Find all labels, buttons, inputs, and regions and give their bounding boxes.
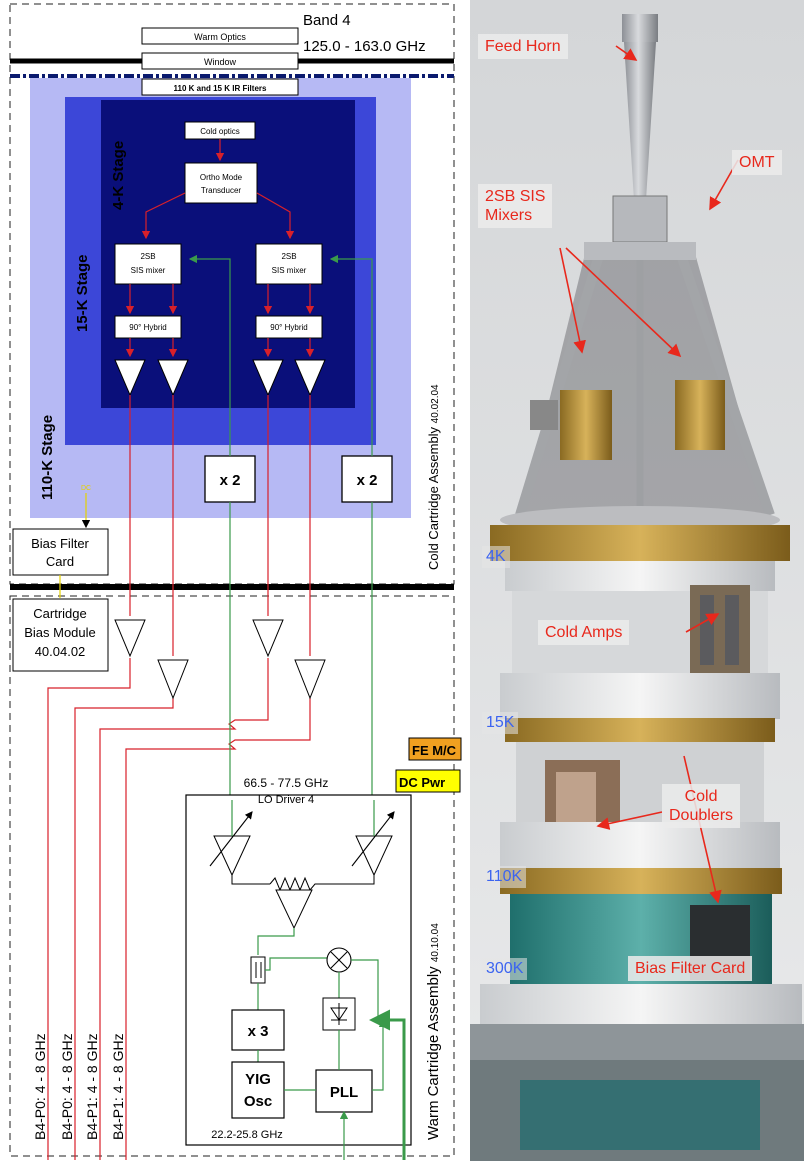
block-diagram: Warm Optics Window Band 4 125.0 - 163.0 … bbox=[9, 3, 462, 1160]
bias-filter-card-box bbox=[12, 528, 109, 576]
yig-frequency: 22.2-25.8 GHz bbox=[211, 1129, 283, 1141]
output-label-1: B4-P0: 4 - 8 GHz bbox=[32, 1033, 48, 1140]
sis-mixer-left-label-2: SIS mixer bbox=[131, 266, 166, 275]
tripler-box bbox=[231, 1009, 285, 1051]
lo-frequency: 66.5 - 77.5 GHz bbox=[244, 776, 329, 790]
sis-mixer-right-label-2: SIS mixer bbox=[272, 266, 307, 275]
dc-label: DC bbox=[81, 485, 91, 492]
omt-box bbox=[184, 162, 258, 204]
sis-mixer-right-label-1: 2SB bbox=[281, 252, 296, 261]
cold-cartridge-label: Cold Cartridge Assembly 40.02.04 bbox=[426, 384, 441, 570]
pll-label: PLL bbox=[330, 1084, 358, 1101]
cartridge-photo bbox=[470, 0, 804, 1161]
sis-mixer-left-label-1: 2SB bbox=[140, 252, 155, 261]
temp-4k-label: 4K bbox=[482, 546, 510, 568]
omt-label-2: Transducer bbox=[201, 186, 242, 195]
bias-filter-card-photo-label: Bias Filter Card bbox=[628, 956, 753, 981]
ir-filters-box bbox=[141, 78, 299, 96]
warm-amp-3 bbox=[252, 619, 284, 658]
feed-horn-label: Feed Horn bbox=[478, 34, 568, 59]
coupler-box bbox=[250, 956, 266, 984]
dc-pwr-label: DC Pwr bbox=[399, 775, 445, 790]
yig-label-2: Osc bbox=[244, 1093, 272, 1110]
stage-4k-label: 4-K Stage bbox=[110, 141, 127, 210]
cold-amps-photo-label: Cold Amps bbox=[538, 620, 630, 645]
doubler-right-label: x 2 bbox=[357, 472, 378, 489]
warm-optics-box bbox=[141, 27, 299, 45]
warm-cartridge-label: Warm Cartridge Assembly 40.10.04 bbox=[425, 923, 442, 1140]
hybrid-right-label: 90° Hybrid bbox=[270, 323, 307, 332]
warm-optics-label: Warm Optics bbox=[194, 32, 246, 42]
bias-module-label-3: 40.04.02 bbox=[35, 644, 86, 659]
warm-cartridge-frame bbox=[9, 595, 455, 1157]
ir-filters-label: 110 K and 15 K IR Filters bbox=[174, 84, 267, 93]
band-frequency: 125.0 - 163.0 GHz bbox=[303, 38, 426, 55]
bias-filter-label-2: Card bbox=[46, 554, 74, 569]
bias-module-box bbox=[12, 598, 109, 672]
cold-amp-1 bbox=[114, 359, 146, 397]
output-label-4: B4-P1: 4 - 8 GHz bbox=[110, 1033, 126, 1140]
yig-osc-box bbox=[231, 1061, 285, 1119]
cold-doublers-photo-label-1: Cold bbox=[684, 788, 718, 805]
fe-mc-box bbox=[408, 737, 462, 761]
bias-module-label-1: Cartridge bbox=[33, 606, 86, 621]
mixers-photo-label: 2SB SIS Mixers bbox=[478, 184, 553, 228]
sis-mixer-right bbox=[255, 243, 323, 285]
yig-label-1: YIG bbox=[245, 1071, 271, 1088]
lo-combiner-amp bbox=[275, 889, 313, 930]
cold-amp-4 bbox=[294, 359, 326, 397]
hybrid-left bbox=[114, 315, 182, 339]
dc-pwr-box bbox=[395, 769, 461, 793]
cold-doublers-photo-label-2: Doublers bbox=[669, 807, 734, 824]
cold-amp-2 bbox=[157, 359, 189, 397]
doubler-left-label: x 2 bbox=[220, 472, 241, 489]
cold-doublers-photo-label: Cold Doublers bbox=[662, 784, 741, 828]
temp-15k-label: 15K bbox=[482, 712, 519, 734]
window-box bbox=[141, 52, 299, 70]
lo-driver-label: LO Driver 4 bbox=[258, 794, 314, 806]
output-label-2: B4-P0: 4 - 8 GHz bbox=[59, 1033, 75, 1140]
mixers-photo-label-2: Mixers bbox=[485, 207, 533, 224]
fe-mc-label: FE M/C bbox=[412, 743, 457, 758]
cold-cartridge-frame bbox=[9, 3, 455, 585]
temp-110k-label: 110K bbox=[482, 866, 527, 888]
hybrid-left-label: 90° Hybrid bbox=[129, 323, 166, 332]
warm-amp-1 bbox=[114, 619, 146, 658]
warm-amp-4 bbox=[294, 659, 326, 700]
warm-amp-2 bbox=[157, 659, 189, 700]
hybrid-right bbox=[255, 315, 323, 339]
stage-15k-label: 15-K Stage bbox=[74, 254, 91, 332]
window-label: Window bbox=[204, 57, 237, 67]
omt-label-1: Ortho Mode bbox=[200, 173, 243, 182]
cold-optics-label: Cold optics bbox=[200, 127, 240, 136]
omt-photo-label: OMT bbox=[732, 150, 782, 175]
mixers-photo-label-1: 2SB SIS bbox=[485, 188, 546, 205]
doubler-right bbox=[341, 455, 393, 503]
sis-mixer-left bbox=[114, 243, 182, 285]
cold-amp-3 bbox=[252, 359, 284, 397]
bias-filter-label-1: Bias Filter bbox=[31, 536, 89, 551]
output-label-3: B4-P1: 4 - 8 GHz bbox=[84, 1033, 100, 1140]
pll-box bbox=[315, 1069, 373, 1113]
bias-module-label-2: Bias Module bbox=[24, 625, 96, 640]
tripler-label: x 3 bbox=[248, 1023, 269, 1040]
temp-300k-label: 300K bbox=[482, 958, 528, 980]
band-title: Band 4 bbox=[303, 12, 351, 29]
stage-110k-label: 110-K Stage bbox=[39, 415, 56, 500]
